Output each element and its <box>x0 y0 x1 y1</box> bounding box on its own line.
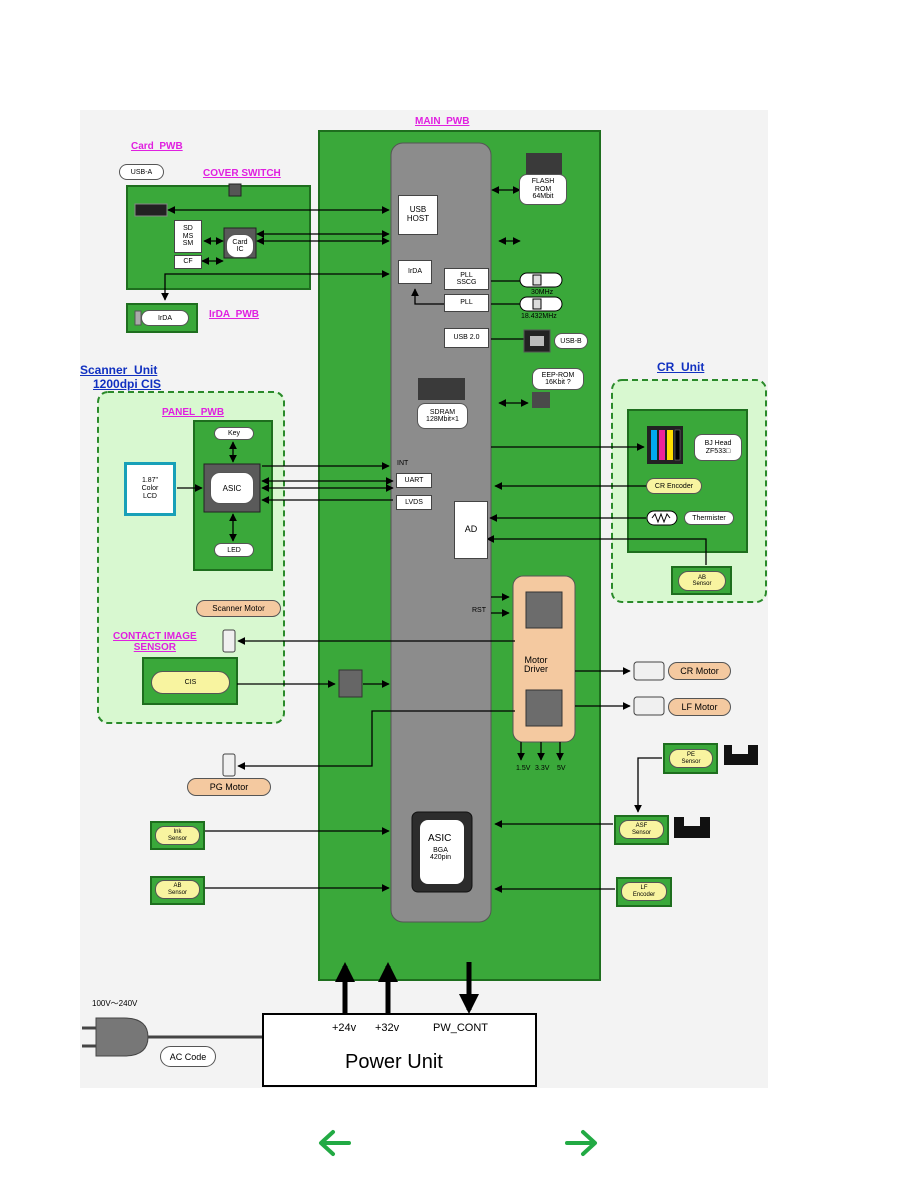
motor-driver-label: Motor Driver <box>524 655 548 675</box>
pw-cont-label: PW_CONT <box>433 1022 488 1034</box>
arrow-right-icon <box>565 1130 597 1156</box>
ab-sensor-cr: AB Sensor <box>678 571 726 591</box>
cr-encoder: CR Encoder <box>646 478 702 494</box>
asf-photo-sensor <box>674 817 710 838</box>
flash-rom-label: FLASH ROM 64Mbit <box>519 174 567 205</box>
power-unit-label: Power Unit <box>345 1051 443 1073</box>
led-indicator: LED <box>214 543 254 557</box>
irda-pwb-label: IrDA_PWB <box>209 309 260 320</box>
sd-ms-sm-slot: SD MS SM <box>174 220 202 253</box>
pg-motor-body <box>222 753 236 777</box>
rail-5v-label: 5V <box>557 765 566 772</box>
next-page-button[interactable] <box>561 1127 601 1159</box>
card-ic: Card IC <box>226 234 254 258</box>
ac-voltage-range: 100V～240V <box>92 999 138 1008</box>
crystal-18mhz-label: 18.432MHz <box>521 313 557 320</box>
lf-motor: LF Motor <box>668 698 731 716</box>
prev-page-button[interactable] <box>315 1127 355 1159</box>
irda-block: IrDA <box>398 260 432 284</box>
main-asic-label: ASIC <box>428 833 452 844</box>
thermister: Thermister <box>684 511 734 525</box>
ad-converter: AD <box>454 501 488 559</box>
sdram-label: SDRAM 128Mbit×1 <box>417 403 468 429</box>
panel-pwb-label: PANEL_PWB <box>162 407 225 418</box>
sdram-chip <box>418 378 465 400</box>
pe-photo-sensor <box>724 745 758 765</box>
key-input: Key <box>214 427 254 440</box>
lf-encoder: LF Encoder <box>621 882 667 901</box>
ac-plug-icon <box>95 1017 149 1057</box>
cover-switch-label: COVER SWITCH <box>203 168 281 179</box>
usb-b-port: USB-B <box>554 333 588 349</box>
card-slot <box>134 203 168 217</box>
crystal-18mhz <box>519 296 563 312</box>
bj-head: BJ Head ZF533□ <box>694 434 742 461</box>
main-pwb-label: MAIN_PWB <box>415 116 470 127</box>
uart-block: UART <box>396 473 432 488</box>
cis-resolution-label: 1200dpi CIS <box>93 377 162 391</box>
usb-a-port: USB-A <box>119 164 164 180</box>
rail-24v-label: +24v <box>332 1022 357 1034</box>
pg-motor: PG Motor <box>187 778 271 796</box>
ac-code: AC Code <box>160 1046 216 1067</box>
pe-sensor: PE Sensor <box>669 749 713 768</box>
int-signal-label: INT <box>397 460 409 467</box>
cis-sensor: CIS <box>151 671 230 694</box>
lf-motor-body <box>633 696 665 716</box>
rail-3v3-label: 3.3V <box>535 765 550 772</box>
pll-sscg-block: PLL SSCG <box>444 268 489 290</box>
panel-asic: ASIC <box>210 472 254 504</box>
crystal-30mhz <box>519 272 563 288</box>
cr-unit-label: CR_Unit <box>657 360 705 374</box>
asf-sensor: ASF Sensor <box>619 820 664 839</box>
usb20-block: USB 2.0 <box>444 328 489 348</box>
pll-block: PLL <box>444 294 489 312</box>
usb-host-block: USB HOST <box>398 195 438 235</box>
rail-32v-label: +32v <box>375 1022 400 1034</box>
cf-slot: CF <box>174 255 202 269</box>
cover-switch <box>228 183 242 197</box>
scanner-motor-body <box>222 629 236 653</box>
crystal-30mhz-label: 30MHz <box>531 289 554 296</box>
rst-signal-label: RST <box>472 607 486 614</box>
power-unit-box <box>262 1013 537 1087</box>
contact-image-sensor-label: CONTACT IMAGE SENSOR <box>113 631 197 653</box>
scanner-motor: Scanner Motor <box>196 600 281 617</box>
motor-driver-chip-top <box>525 591 563 629</box>
ab-sensor: AB Sensor <box>155 880 200 899</box>
eeprom-chip <box>532 392 550 408</box>
arrow-left-icon <box>319 1130 351 1156</box>
lvds-block: LVDS <box>396 495 432 510</box>
rail-1v5-label: 1.5V <box>516 765 531 772</box>
main-asic-package-label: BGA 420pin <box>430 847 452 862</box>
scanner-unit-label: Scanner_Unit <box>80 363 158 377</box>
cr-motor: CR Motor <box>668 662 731 680</box>
color-lcd: 1.87" Color LCD <box>124 462 176 516</box>
cr-motor-body <box>633 661 665 681</box>
irda-chip: IrDA <box>141 310 189 326</box>
motor-driver-chip-bottom <box>525 689 563 727</box>
card-pwb-label: Card_PWB <box>131 141 183 152</box>
adc-chip <box>338 669 363 698</box>
ink-sensor: Ink Sensor <box>155 826 200 845</box>
main-asic-die <box>420 820 464 884</box>
eeprom-label: EEP-ROM 16Kbit ? <box>532 368 584 390</box>
